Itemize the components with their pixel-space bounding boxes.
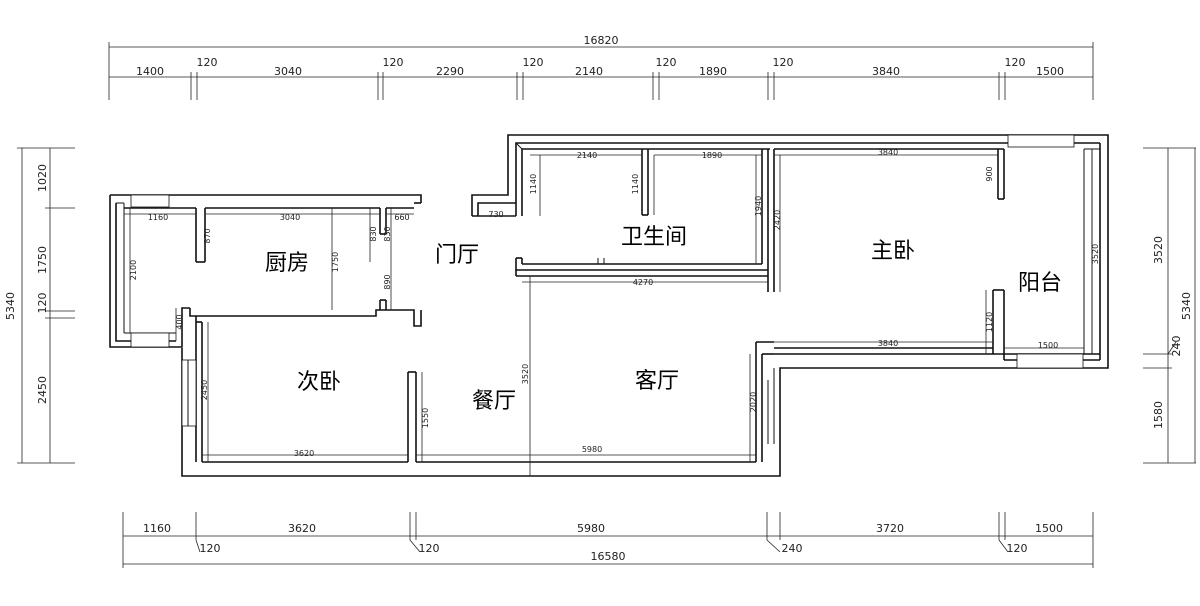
top-seg-9: 1890 (699, 65, 727, 78)
dim-m-900: 900 (985, 166, 994, 181)
top-dimensions: 16820 1400 120 3040 120 2290 120 2140 12… (108, 34, 1094, 100)
dim-m-1500: 1500 (1038, 341, 1058, 350)
bottom-seg-7: 3720 (876, 522, 904, 535)
top-seg-3: 3040 (274, 65, 302, 78)
bottom-seg-8: 120 (1007, 542, 1028, 555)
left-seg-3: 120 (36, 293, 49, 314)
left-total-dim: 5340 (4, 292, 17, 320)
dim-s-3620: 3620 (294, 449, 314, 458)
dim-k-890: 890 (383, 274, 392, 289)
dim-k-1750: 1750 (331, 252, 340, 272)
top-seg-4: 120 (383, 56, 404, 69)
dim-b-4270: 4270 (633, 278, 653, 287)
room-living: 客厅 (635, 369, 679, 394)
room-kitchen: 厨房 (265, 251, 309, 276)
dim-m-2420: 2420 (773, 210, 782, 230)
dim-s-1550: 1550 (421, 408, 430, 428)
right-total-dim: 5340 (1180, 292, 1193, 320)
dim-b-1940: 1940 (754, 196, 763, 216)
dim-l-3520: 3520 (521, 364, 530, 384)
bottom-dimensions: 1160 120 3620 120 5980 240 3720 120 1500… (122, 512, 1094, 568)
top-seg-2: 120 (197, 56, 218, 69)
top-seg-13: 1500 (1036, 65, 1064, 78)
room-balcony: 阳台 (1018, 271, 1062, 296)
room-bathroom: 卫生间 (621, 225, 687, 250)
dim-b-1140b: 1140 (631, 174, 640, 194)
dim-k-3040: 3040 (280, 213, 300, 222)
dim-l-5980: 5980 (582, 445, 602, 454)
top-seg-6: 120 (523, 56, 544, 69)
room-master-bedroom: 主卧 (871, 239, 915, 264)
dim-l-2020: 2020 (749, 392, 758, 412)
bottom-seg-6: 240 (782, 542, 803, 555)
dim-m-3520: 3520 (1091, 244, 1100, 264)
top-seg-12: 120 (1005, 56, 1026, 69)
dim-b-1890: 1890 (702, 151, 722, 160)
left-dimensions: 5340 1020 1750 120 2450 (4, 147, 75, 464)
dim-k-2100: 2100 (129, 260, 138, 280)
left-seg-4: 2450 (36, 376, 49, 404)
dim-f-730: 730 (488, 210, 503, 219)
top-seg-11: 3840 (872, 65, 900, 78)
dim-m-1120: 1120 (985, 312, 994, 332)
room-labels: 厨房 门厅 卫生间 主卧 阳台 次卧 餐厅 客厅 (265, 225, 1062, 414)
room-dining: 餐厅 (472, 389, 516, 414)
left-seg-2: 1750 (36, 246, 49, 274)
room-second-bedroom: 次卧 (297, 370, 341, 395)
bottom-seg-4: 120 (419, 542, 440, 555)
balcony-window-bottom (1016, 353, 1084, 369)
right-seg-1: 3520 (1152, 236, 1165, 264)
top-seg-8: 120 (656, 56, 677, 69)
top-total-dim: 16820 (584, 34, 619, 47)
kitchen-window-bottom (130, 332, 170, 348)
dim-k-870: 870 (203, 228, 212, 243)
bottom-seg-3: 3620 (288, 522, 316, 535)
inner-dimension-labels: 1160 3040 660 2100 870 1750 830 830 890 … (129, 148, 1100, 458)
dim-f-1140a: 1140 (529, 174, 538, 194)
top-seg-1: 1400 (136, 65, 164, 78)
bottom-seg-5: 5980 (577, 522, 605, 535)
top-seg-7: 2140 (575, 65, 603, 78)
dim-m-3840b: 3840 (878, 339, 898, 348)
top-seg-10: 120 (773, 56, 794, 69)
bottom-total-dim: 16580 (591, 550, 626, 563)
top-seg-5: 2290 (436, 65, 464, 78)
balcony-window-top (1007, 134, 1075, 148)
bottom-seg-9: 1500 (1035, 522, 1063, 535)
second-bedroom-window (181, 359, 197, 427)
dim-k-830a: 830 (369, 226, 378, 241)
dim-s-2450: 2450 (200, 380, 209, 400)
left-seg-1: 1020 (36, 164, 49, 192)
inner-dimensions (124, 149, 1093, 476)
dim-b-2140: 2140 (577, 151, 597, 160)
dim-k-830b: 830 (383, 226, 392, 241)
dim-k-1160: 1160 (148, 213, 168, 222)
room-foyer: 门厅 (435, 243, 479, 268)
right-seg-2: 240 (1170, 336, 1183, 357)
dim-k-400: 400 (175, 314, 184, 329)
right-seg-3: 1580 (1152, 401, 1165, 429)
kitchen-window (130, 194, 170, 208)
bottom-seg-2: 120 (200, 542, 221, 555)
bottom-seg-1: 1160 (143, 522, 171, 535)
walls (109, 134, 1109, 477)
dim-m-3840a: 3840 (878, 148, 898, 157)
dim-k-660: 660 (394, 213, 409, 222)
right-dimensions: 3520 240 1580 5340 (1143, 147, 1196, 464)
